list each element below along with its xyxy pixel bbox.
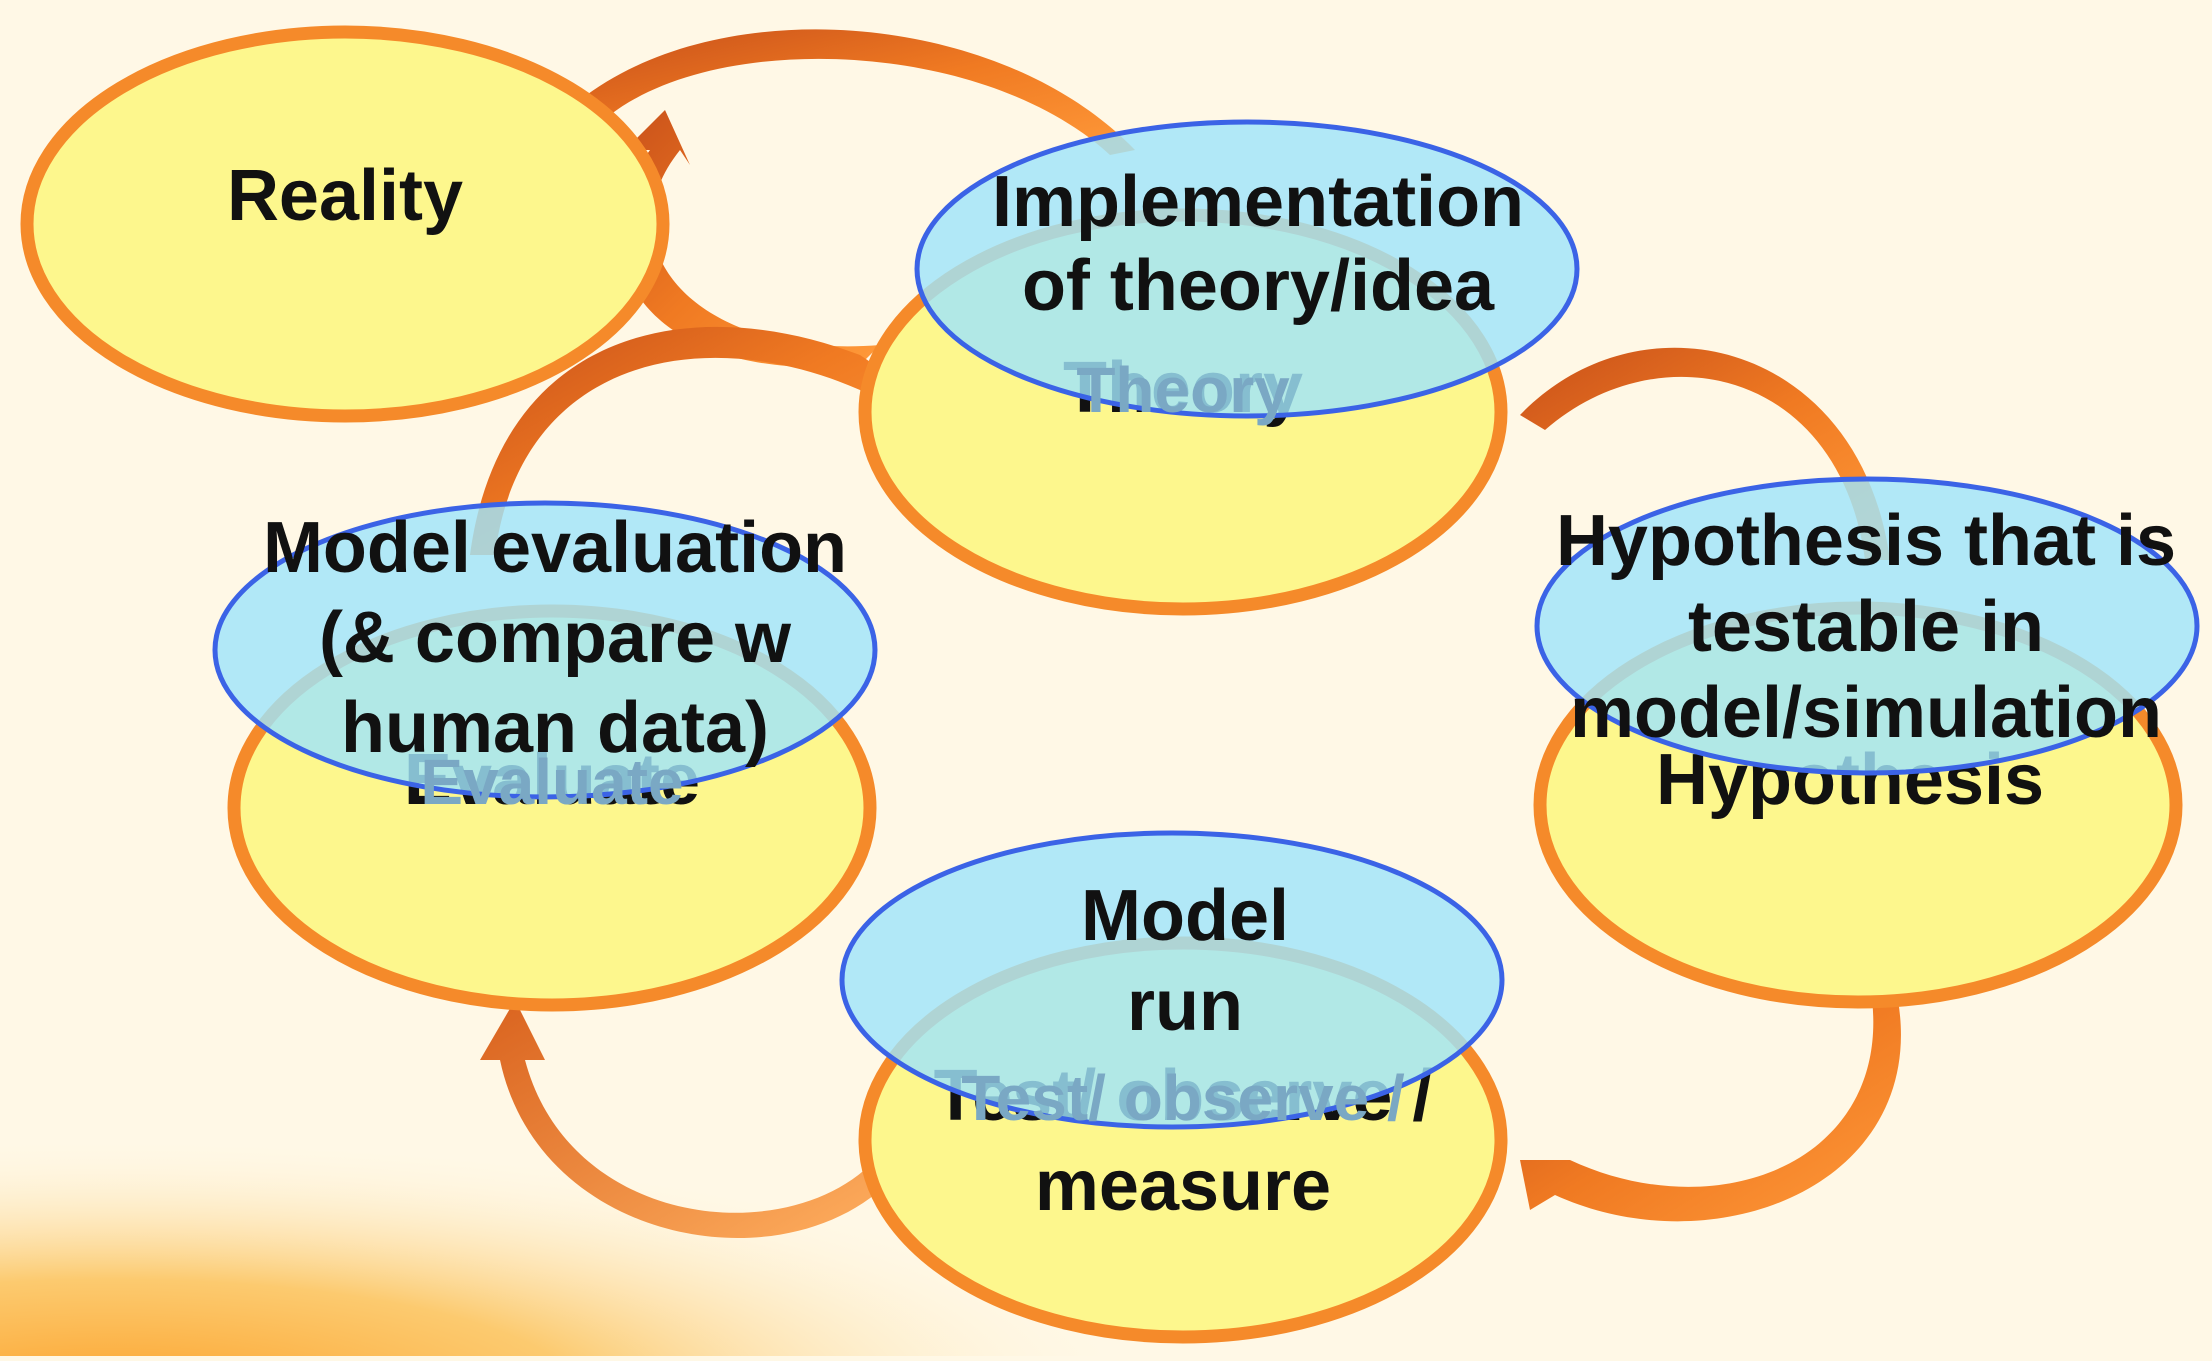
overlay-hypothesis: [1534, 476, 2200, 776]
arrow-reality-to-theory: [580, 29, 1135, 155]
overlay-test: [839, 830, 1505, 1130]
overlay-evaluate-line-3: human data): [341, 688, 769, 768]
overlay-test-line-2: run: [1127, 966, 1243, 1046]
overlay-theory-line-2: of theory/idea: [1022, 246, 1495, 326]
reality-label: Reality: [227, 156, 463, 236]
evaluate-faint-label: Evaluate: [420, 746, 683, 818]
overlay-hypothesis-line-1: Hypothesis that is: [1556, 501, 2176, 581]
overlay-hypothesis-line-3: model/simulation: [1570, 673, 2162, 753]
arrow-test-to-evaluate: [480, 1000, 900, 1239]
arrow-theory-to-hypothesis: [1520, 347, 1890, 560]
test-label-line-2: measure: [1035, 1146, 1331, 1226]
arrow-hypothesis-to-test: [1520, 985, 1901, 1222]
theory-faint-label: Theory: [1076, 354, 1290, 426]
overlay-theory: [914, 119, 1580, 419]
overlay-test-line-1: Model: [1081, 876, 1289, 956]
overlay-evaluate: [212, 500, 878, 800]
node-reality: [20, 25, 670, 423]
overlay-evaluate-line-1: Model evaluation: [263, 508, 847, 588]
overlay-evaluate-line-2: (& compare w: [319, 598, 792, 678]
test-faint-label: Test/ observe /: [961, 1062, 1405, 1134]
overlay-theory-line-1: Implementation: [992, 162, 1524, 242]
overlay-hypothesis-line-2: testable in: [1688, 587, 2044, 667]
arrow-loop-reality: [619, 110, 880, 368]
arrow-evaluate-to-theory: [470, 326, 885, 555]
